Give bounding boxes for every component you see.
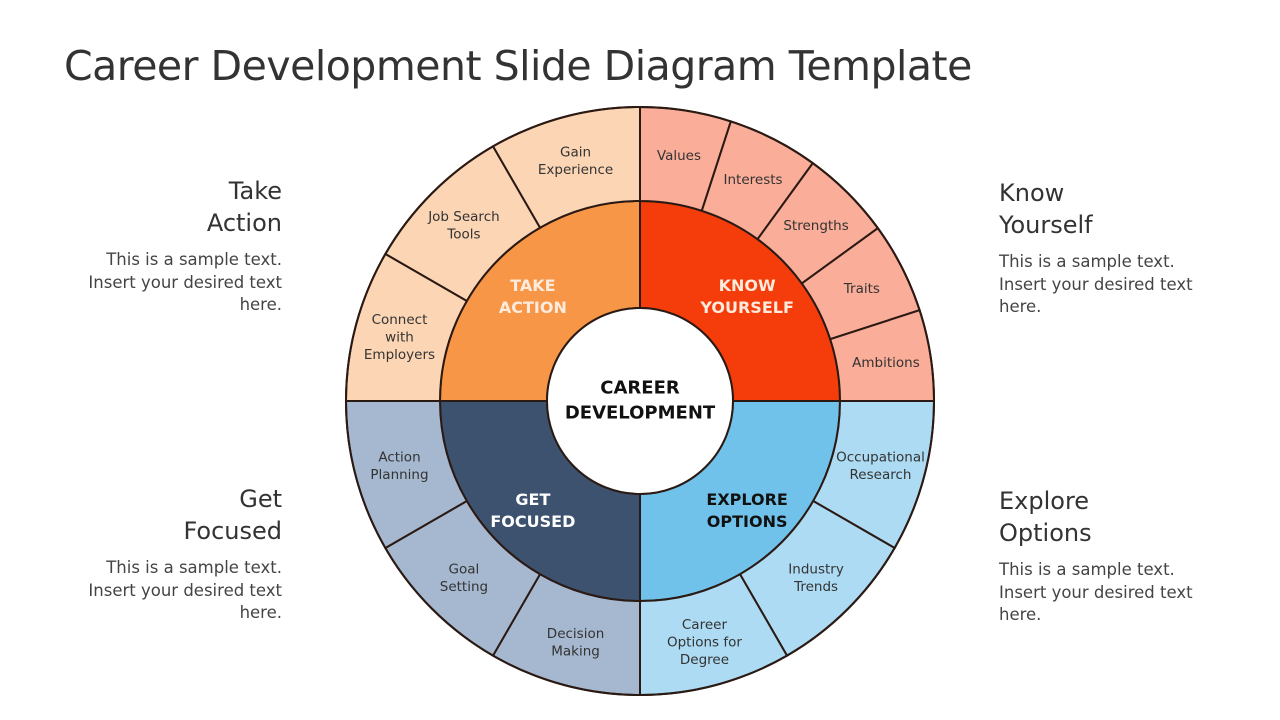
side-body: This is a sample text. Insert your desir…: [999, 252, 1193, 316]
side-panel-know-yourself: Know Yourself This is a sample text. Ins…: [999, 177, 1229, 319]
side-body: This is a sample text. Insert your desir…: [999, 560, 1193, 624]
side-panel-explore-options: Explore Options This is a sample text. I…: [999, 485, 1229, 627]
segment-label: Interests: [724, 172, 783, 188]
side-panel-get-focused: Get Focused This is a sample text. Inser…: [52, 483, 282, 625]
outer-border: [345, 106, 935, 696]
side-heading: Explore Options: [999, 487, 1092, 547]
side-body: This is a sample text. Insert your desir…: [88, 250, 282, 314]
side-panel-take-action: Take Action This is a sample text. Inser…: [52, 175, 282, 317]
page-title: Career Development Slide Diagram Templat…: [64, 42, 972, 90]
side-heading: Take Action: [206, 177, 282, 237]
segment-label: Strengths: [783, 218, 848, 234]
center-circle: [546, 307, 734, 495]
side-heading: Know Yourself: [999, 179, 1093, 239]
segment-label: Ambitions: [852, 355, 920, 371]
side-body: This is a sample text. Insert your desir…: [88, 558, 282, 622]
segment-label: Values: [657, 148, 701, 164]
side-heading: Get Focused: [183, 485, 282, 545]
segment-label: Traits: [843, 281, 880, 297]
